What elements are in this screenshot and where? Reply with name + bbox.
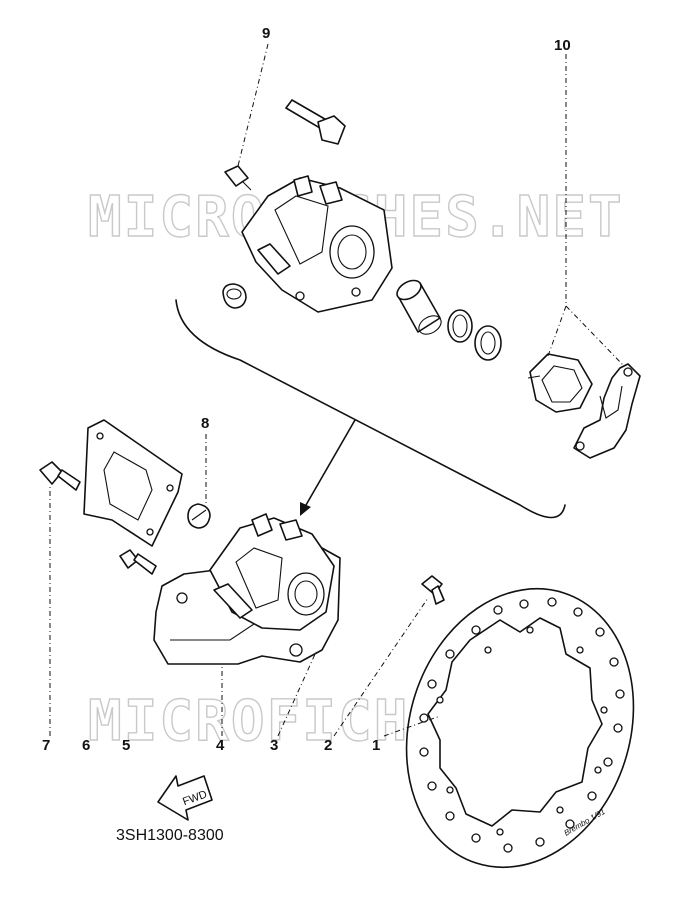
- leader-9: [237, 43, 269, 167]
- guide-pin: [285, 99, 346, 145]
- callout-10: 10: [554, 37, 571, 54]
- disc-bolt: [421, 575, 445, 605]
- kit-bracket: [175, 299, 566, 519]
- callout-2: 2: [324, 737, 332, 754]
- mounting-bolt: [39, 461, 81, 491]
- callout-6: 6: [82, 737, 90, 754]
- callout-3: 3: [270, 737, 278, 754]
- leader-1: [383, 715, 441, 737]
- bracket-arrow-line: [305, 419, 356, 506]
- callout-7: 7: [42, 737, 50, 754]
- brake-pad-front: [527, 353, 593, 413]
- leader-3: [277, 651, 317, 737]
- callout-1: 1: [372, 737, 380, 754]
- piston-seal: [447, 309, 473, 343]
- piston: [396, 279, 442, 335]
- forward-arrow: FWD: [157, 775, 213, 821]
- leader-2: [333, 597, 429, 737]
- bracket-arrowhead: [300, 502, 311, 516]
- caliper-upper: [241, 175, 393, 313]
- callout-5: 5: [122, 737, 130, 754]
- callout-4: 4: [216, 737, 225, 754]
- leader-10a: [547, 305, 567, 357]
- bleed-screw-lower: [187, 503, 211, 529]
- disc-holes: [419, 597, 625, 853]
- dust-seal: [474, 325, 502, 361]
- pad-shim: [83, 419, 183, 547]
- caliper-lower: [209, 513, 335, 631]
- pin-bolt: [119, 549, 157, 575]
- pad-spring: [573, 363, 641, 459]
- bleed-cap: [222, 283, 247, 309]
- diagram-code: 3SH1300-8300: [116, 827, 224, 844]
- brake-disc: Brembo 1/91: [405, 587, 635, 869]
- bleed-screw: [224, 165, 252, 191]
- leader-10b: [565, 305, 625, 367]
- callout-9: 9: [262, 25, 270, 42]
- callout-8: 8: [201, 415, 209, 432]
